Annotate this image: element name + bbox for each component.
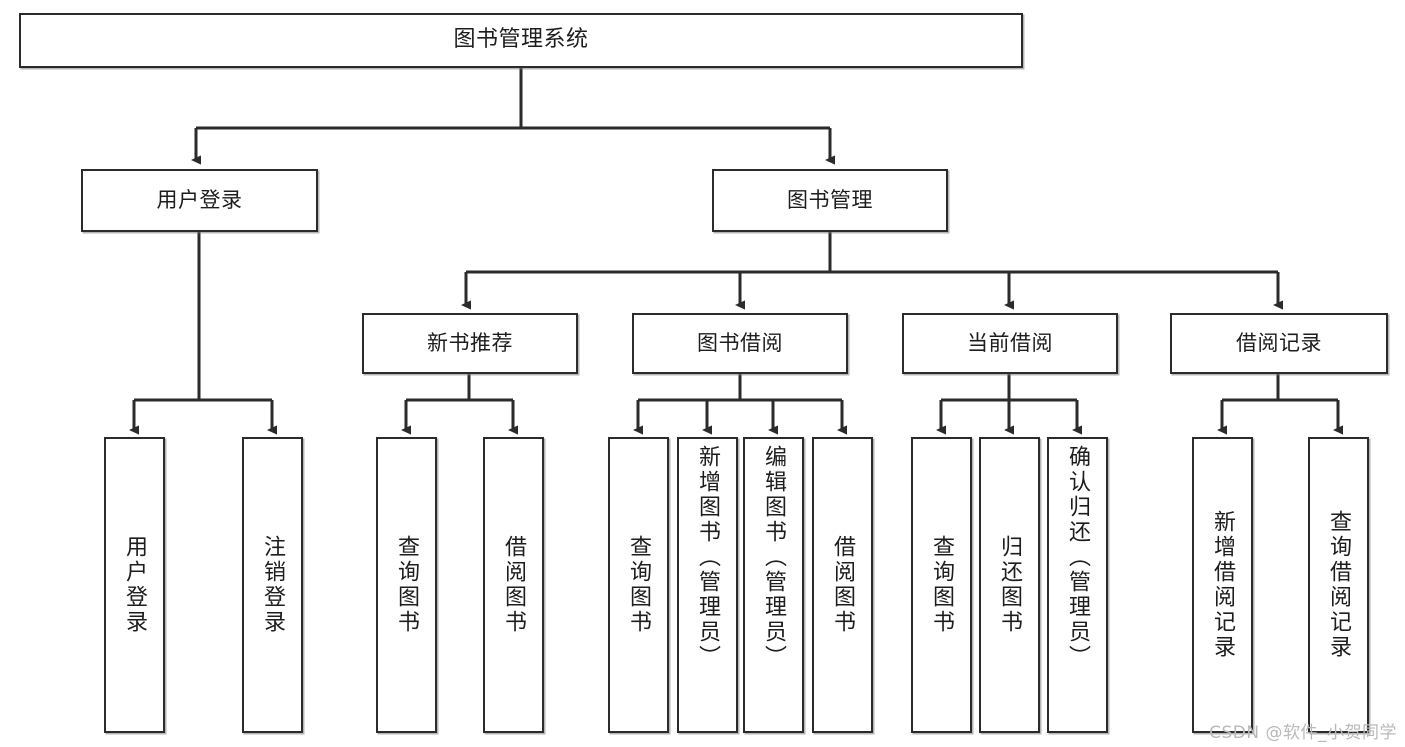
node-user-login[interactable]: 用户登录	[81, 169, 318, 232]
leaf-query-book-current[interactable]: 查询图书	[911, 437, 972, 733]
leaf-query-book-borrow[interactable]: 查询图书	[608, 437, 669, 733]
leaf-borrow-book-recommend[interactable]: 借阅图书	[483, 437, 544, 733]
leaf-user-login[interactable]: 用户登录	[104, 437, 165, 733]
leaf-add-book-admin[interactable]: 新增图书（管理员）	[677, 437, 738, 733]
node-borrow-records[interactable]: 借阅记录	[1170, 313, 1388, 374]
node-label: 当前借阅	[967, 330, 1053, 355]
watermark: CSDN @软件_小贺同学	[1209, 723, 1397, 743]
leaf-borrow-book[interactable]: 借阅图书	[812, 437, 873, 733]
node-label: 图书管理	[787, 187, 873, 212]
node-label: 借阅图书	[501, 535, 527, 635]
leaf-query-book-recommend[interactable]: 查询图书	[376, 437, 437, 733]
leaf-return-book[interactable]: 归还图书	[979, 437, 1040, 733]
node-book-borrow[interactable]: 图书借阅	[632, 313, 848, 374]
node-label: 编辑图书（管理员）	[761, 445, 787, 670]
node-label: 借阅记录	[1236, 330, 1322, 355]
node-label: 用户登录	[122, 535, 148, 635]
node-label: 查询借阅记录	[1326, 510, 1352, 660]
leaf-add-borrow-record[interactable]: 新增借阅记录	[1192, 437, 1253, 733]
node-label: 查询图书	[626, 535, 652, 635]
node-label: 查询图书	[394, 535, 420, 635]
node-book-management[interactable]: 图书管理	[712, 169, 948, 232]
node-label: 图书借阅	[697, 330, 783, 355]
leaf-logout[interactable]: 注销登录	[242, 437, 303, 733]
node-label: 注销登录	[260, 535, 286, 635]
node-label: 图书管理系统	[453, 27, 589, 53]
node-label: 借阅图书	[830, 535, 856, 635]
leaf-edit-book-admin[interactable]: 编辑图书（管理员）	[743, 437, 804, 733]
node-label: 查询图书	[929, 535, 955, 635]
node-label: 新增借阅记录	[1210, 510, 1236, 660]
leaf-confirm-return-admin[interactable]: 确认归还（管理员）	[1047, 437, 1108, 733]
leaf-query-borrow-record[interactable]: 查询借阅记录	[1308, 437, 1369, 733]
node-label: 新增图书（管理员）	[695, 445, 721, 670]
node-root-system[interactable]: 图书管理系统	[19, 13, 1023, 68]
node-current-borrow[interactable]: 当前借阅	[902, 313, 1118, 374]
node-label: 确认归还（管理员）	[1065, 445, 1091, 670]
node-label: 归还图书	[997, 535, 1023, 635]
node-label: 用户登录	[156, 187, 243, 212]
node-label: 新书推荐	[427, 330, 513, 355]
node-new-book-recommend[interactable]: 新书推荐	[362, 313, 578, 374]
